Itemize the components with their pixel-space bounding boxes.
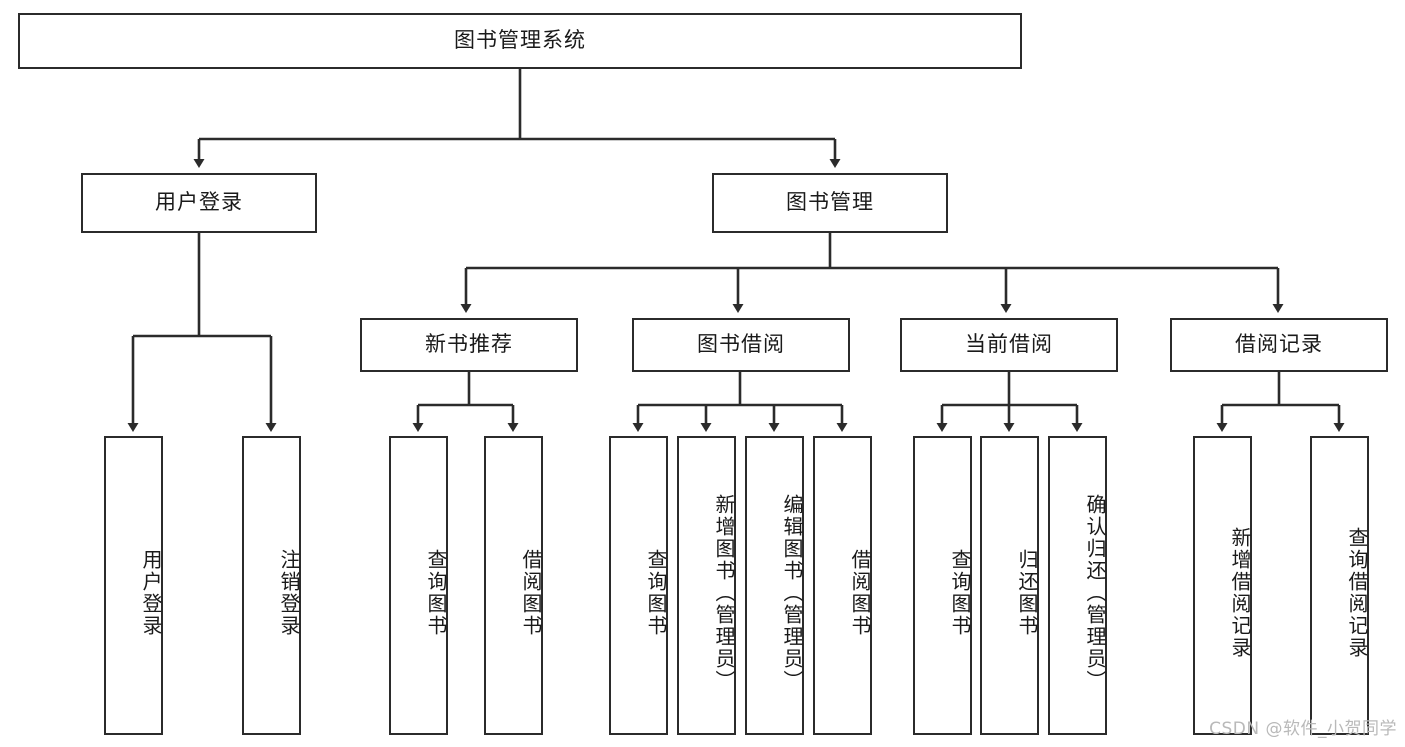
node-book-management[interactable]: 图书管理 xyxy=(712,173,948,233)
node-current-borrow[interactable]: 当前借阅 xyxy=(900,318,1118,372)
leaf-user-login[interactable]: 用户登录 xyxy=(104,436,163,735)
leaf-logout[interactable]: 注销登录 xyxy=(242,436,301,735)
node-book-borrow[interactable]: 图书借阅 xyxy=(632,318,850,372)
leaf-edit-book[interactable]: 编辑图书（管理员） xyxy=(745,436,804,735)
leaf-add-record[interactable]: 新增借阅记录 xyxy=(1193,436,1252,735)
leaf-return-book[interactable]: 归还图书 xyxy=(980,436,1039,735)
node-borrow-record[interactable]: 借阅记录 xyxy=(1170,318,1388,372)
leaf-query-book-1[interactable]: 查询图书 xyxy=(389,436,448,735)
leaf-add-book[interactable]: 新增图书（管理员） xyxy=(677,436,736,735)
leaf-query-record[interactable]: 查询借阅记录 xyxy=(1310,436,1369,735)
leaf-query-book-2[interactable]: 查询图书 xyxy=(609,436,668,735)
leaf-borrow-book-2[interactable]: 借阅图书 xyxy=(813,436,872,735)
node-new-book-recommend[interactable]: 新书推荐 xyxy=(360,318,578,372)
leaf-confirm-return[interactable]: 确认归还（管理员） xyxy=(1048,436,1107,735)
node-user-login[interactable]: 用户登录 xyxy=(81,173,317,233)
leaf-borrow-book-1[interactable]: 借阅图书 xyxy=(484,436,543,735)
leaf-query-book-3[interactable]: 查询图书 xyxy=(913,436,972,735)
node-root[interactable]: 图书管理系统 xyxy=(18,13,1022,69)
